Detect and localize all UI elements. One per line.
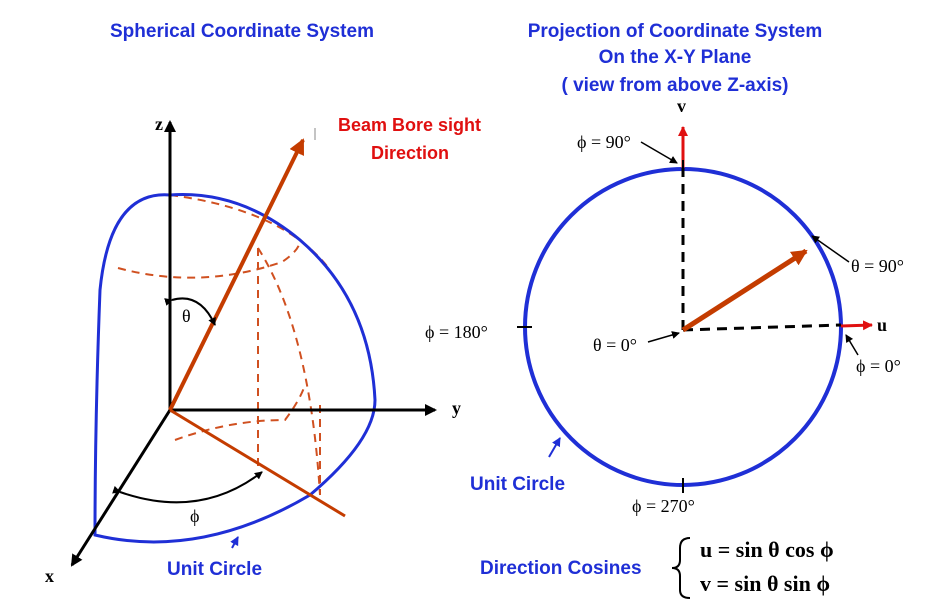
sphere-outline (93, 193, 377, 544)
phi-0-label: ϕ = 0° (856, 356, 901, 376)
theta-0-pointer (647, 331, 680, 343)
unit-circle-label-right: Unit Circle (470, 474, 565, 495)
z-axis-label: z (155, 114, 163, 134)
formula-brace (671, 537, 691, 599)
u-axis-dashed (682, 323, 842, 332)
theta-arc (164, 297, 216, 326)
right-title-line1: Projection of Coordinate System (528, 21, 823, 42)
v-axis-label: v (677, 96, 686, 116)
projection-line (169, 408, 346, 518)
phi-arc (112, 471, 263, 504)
x-axis-label: x (45, 566, 54, 586)
beam-label-line1: Beam Bore sight (338, 115, 481, 135)
theta-label: θ (182, 306, 191, 326)
left-panel: Spherical Coordinate System z y x Beam B… (45, 21, 481, 586)
formula-v: v = sin θ sin ϕ (700, 571, 830, 596)
dashed-arc-top (169, 194, 331, 271)
dashed-arc-lower (174, 384, 306, 441)
phi-270-label: ϕ = 270° (632, 496, 695, 516)
theta-90-pointer (811, 235, 850, 263)
phi-180-label: ϕ = 180° (425, 322, 488, 342)
theta-0-label: θ = 0° (593, 335, 637, 355)
direction-cosines-label: Direction Cosines (480, 558, 642, 579)
beam-direction-arrow (168, 138, 305, 411)
left-title: Spherical Coordinate System (110, 21, 374, 42)
theta-90-label: θ = 90° (851, 256, 904, 276)
phi-90-label: ϕ = 90° (577, 132, 631, 152)
unit-circle-pointer-left (230, 536, 239, 549)
projected-beam-arrow (681, 248, 808, 333)
phi-90-pointer (640, 141, 678, 164)
beam-label-line2: Direction (371, 143, 449, 163)
phi-label: ϕ (190, 506, 199, 526)
right-panel: Projection of Coordinate System On the X… (425, 21, 904, 599)
dashed-arc-upper (117, 239, 301, 279)
unit-circle-label-left: Unit Circle (167, 559, 262, 580)
dashed-meridian-right (257, 247, 321, 496)
y-axis-label: y (452, 398, 461, 418)
phi-0-pointer (845, 334, 859, 356)
u-axis-arrow (840, 320, 873, 331)
u-axis-label: u (877, 315, 887, 335)
unit-circle-pointer-right (548, 437, 561, 458)
formula-u: u = sin θ cos ϕ (700, 537, 834, 562)
right-title-line2: On the X-Y Plane (599, 47, 752, 68)
right-title-line3: ( view from above Z-axis) (561, 75, 788, 96)
